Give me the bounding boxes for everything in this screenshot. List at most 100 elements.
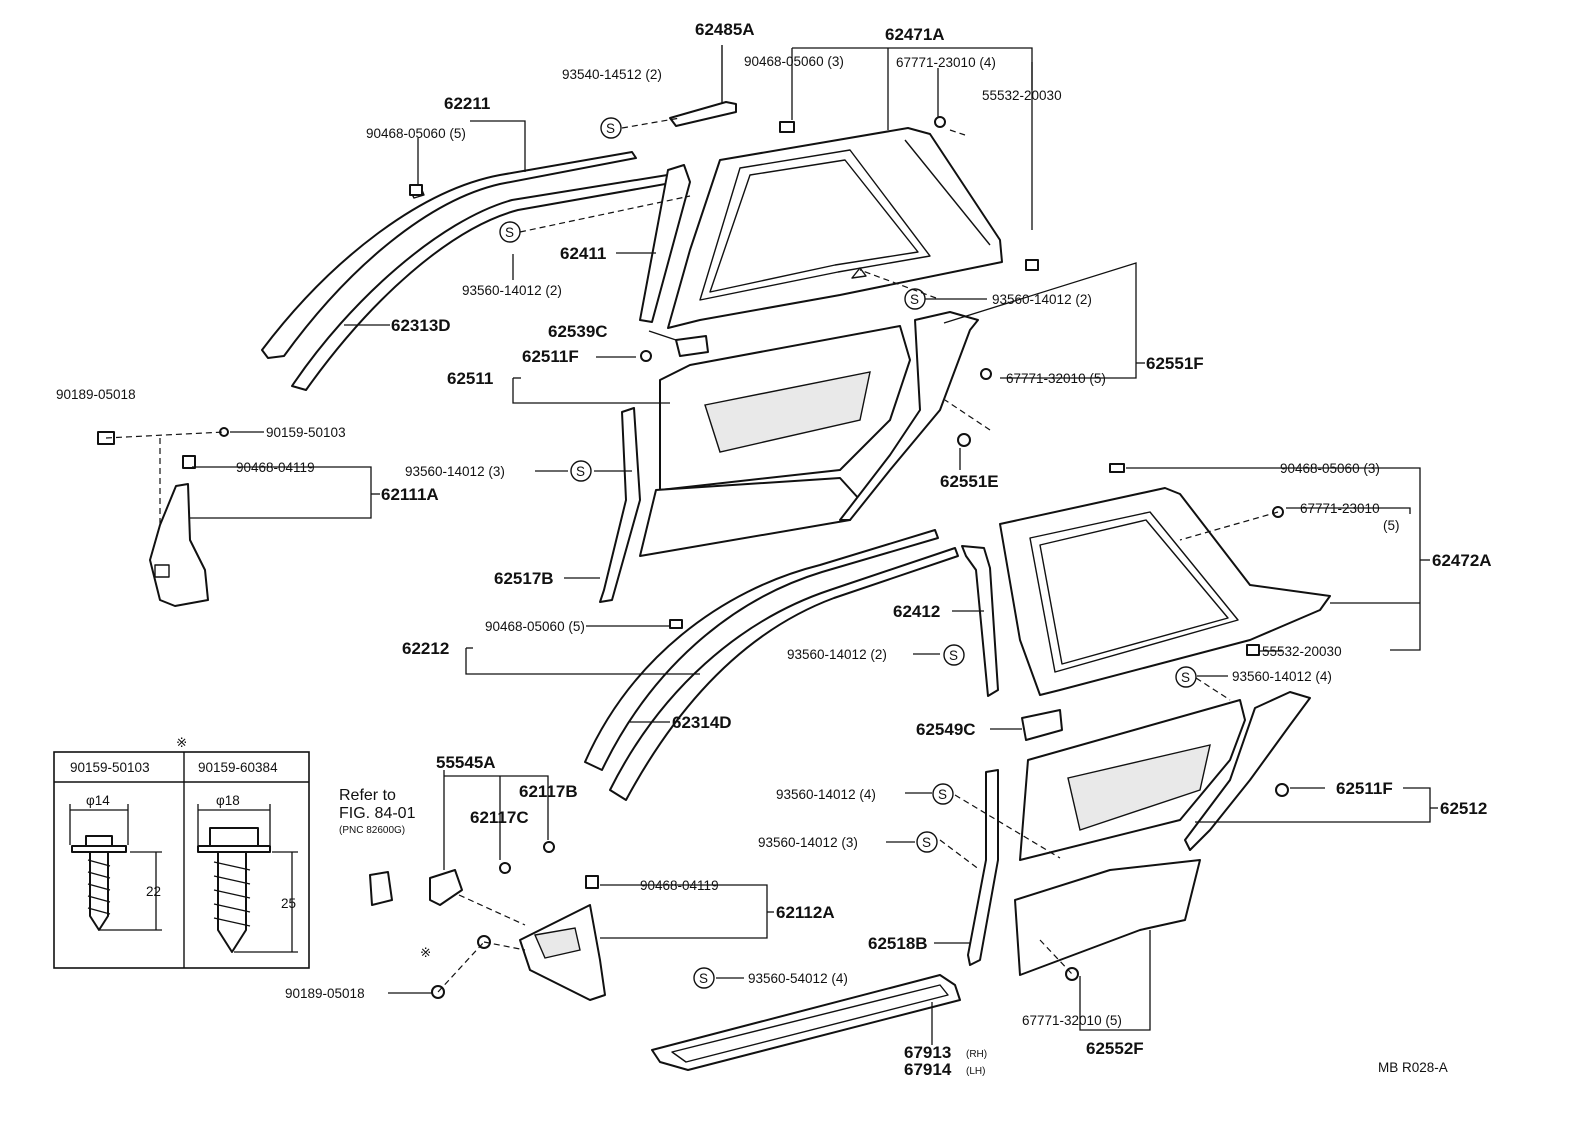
s-text-1: S — [606, 121, 615, 136]
label-90468-right: 90468-05060 (3) — [1280, 461, 1380, 476]
label-62517B: 62517B — [494, 569, 554, 588]
label-90468-mid: 90468-05060 (5) — [485, 619, 585, 634]
quarter-trim-lower-62512 — [1019, 699, 1246, 861]
label-67913-side: (RH) — [966, 1049, 987, 1060]
pillar-trim-62551F-rh — [1184, 691, 1311, 851]
trim-panel-62552F — [1014, 859, 1201, 976]
label-62511: 62511 — [447, 369, 493, 388]
s-text-9: S — [699, 971, 708, 986]
label-55532-top: 55532-20030 — [982, 88, 1062, 103]
label-62471A: 62471A — [885, 25, 945, 44]
label-62314D: 62314D — [672, 713, 732, 732]
table-diameter-2: φ18 — [216, 793, 240, 808]
s-text-3: S — [910, 292, 919, 307]
label-93560-g: 93560-14012 (3) — [758, 835, 858, 850]
label-67914-side: (LH) — [966, 1066, 985, 1077]
label-62485A: 62485A — [695, 20, 755, 39]
s-text-6: S — [1181, 670, 1190, 685]
clip-62539C — [675, 335, 709, 357]
pillar-trim-62551F — [839, 311, 979, 521]
refer-line-1: Refer to — [339, 787, 396, 804]
label-62552F: 62552F — [1086, 1039, 1144, 1058]
roof-rail-62313D — [261, 151, 689, 391]
table-col1-header: 90159-50103 — [70, 760, 150, 775]
label-93560-a: 93560-14012 (2) — [462, 283, 562, 298]
label-90468-5: 90468-05060 (5) — [366, 126, 466, 141]
label-62112A: 62112A — [776, 903, 835, 922]
label-67914: 67914 — [904, 1060, 952, 1079]
s-text-7: S — [938, 787, 947, 802]
strip-62517B — [599, 407, 641, 603]
asterisk-marker: ※ — [420, 945, 431, 960]
label-67771-23010-5b: (5) — [1383, 518, 1400, 533]
label-62111A: 62111A — [381, 485, 439, 504]
s-text-4: S — [576, 464, 585, 479]
label-93560-c: 93560-14012 (3) — [405, 464, 505, 479]
label-62511F-b: 62511F — [1336, 779, 1393, 798]
label-55532-right: 55532-20030 — [1262, 644, 1342, 659]
part-labels: 62485A 62471A 93540-14512 (2) 90468-0506… — [56, 20, 1492, 1079]
label-62212: 62212 — [402, 639, 449, 658]
label-67771-23010-4: 67771-23010 (4) — [896, 55, 996, 70]
s-text-5: S — [949, 648, 958, 663]
pillar-lower-62111A — [149, 483, 209, 607]
strip-62412 — [961, 545, 999, 697]
clip-62549C — [1021, 709, 1063, 741]
pillar-62411 — [639, 164, 691, 323]
table-col2-header: 90159-60384 — [198, 760, 278, 775]
s-text-2: S — [505, 225, 514, 240]
quarter-trim-upper-62472A — [999, 487, 1331, 696]
label-67913: 67913 — [904, 1043, 951, 1062]
refer-line-2: FIG. 84-01 — [339, 805, 416, 822]
label-62412: 62412 — [893, 602, 940, 621]
s-marker-9 — [693, 967, 715, 989]
quarter-trim-lower-62511 — [639, 325, 911, 557]
label-62472A: 62472A — [1432, 551, 1492, 570]
strip-62518B — [967, 769, 999, 966]
scuff-plate-67913 — [651, 974, 961, 1071]
cover-55545A — [369, 869, 463, 906]
s-marker-4 — [570, 460, 592, 482]
label-62411: 62411 — [560, 244, 606, 263]
label-90468-04119-b: 90468-04119 — [640, 878, 719, 893]
refer-line-3: (PNC 82600G) — [339, 825, 405, 836]
table-length-1: 22 — [146, 884, 161, 899]
roof-rail-62314D — [584, 529, 959, 801]
label-62211: 62211 — [444, 94, 490, 113]
s-marker-6 — [1175, 666, 1197, 688]
s-marker-7 — [932, 783, 954, 805]
label-62539C: 62539C — [548, 322, 608, 341]
figure-code: MB R028-A — [1378, 1060, 1448, 1075]
table-diameter-1: φ14 — [86, 793, 110, 808]
label-93560-b: 93560-14012 (2) — [992, 292, 1092, 307]
s-marker-1 — [600, 117, 622, 139]
table-length-2: 25 — [281, 896, 296, 911]
kick-panel-62112A — [519, 904, 606, 1001]
label-90468-04119-a: 90468-04119 — [236, 460, 315, 475]
s-marker-2 — [499, 221, 521, 243]
s-markers: S S S S S S S S S — [499, 117, 1197, 989]
label-62117C: 62117C — [470, 808, 529, 827]
label-93560-e: 93560-14012 (4) — [1232, 669, 1332, 684]
label-90159: 90159-50103 — [266, 425, 346, 440]
label-90189-a: 90189-05018 — [56, 387, 136, 402]
label-67771-32010-a: 67771-32010 (5) — [1006, 371, 1106, 386]
s-marker-3 — [904, 288, 926, 310]
s-marker-8 — [916, 831, 938, 853]
label-62551F: 62551F — [1146, 354, 1204, 373]
label-55545A: 55545A — [436, 753, 496, 772]
bolt-table: ※ 90159-50103 90159-60384 φ14 22 φ18 25 — [53, 735, 310, 969]
s-marker-5 — [943, 644, 965, 666]
label-67771-32010-b: 67771-32010 (5) — [1022, 1013, 1122, 1028]
leader-lines — [190, 47, 1438, 1045]
label-90189-b: 90189-05018 — [285, 986, 365, 1001]
bracket-62485A — [669, 45, 737, 127]
label-93540: 93540-14512 (2) — [562, 67, 662, 82]
label-62313D: 62313D — [391, 316, 451, 335]
s-text-8: S — [922, 835, 931, 850]
label-62518B: 62518B — [868, 934, 928, 953]
label-93560-54012: 93560-54012 (4) — [748, 971, 848, 986]
table-asterisk: ※ — [176, 735, 187, 750]
label-62117B: 62117B — [519, 782, 578, 801]
